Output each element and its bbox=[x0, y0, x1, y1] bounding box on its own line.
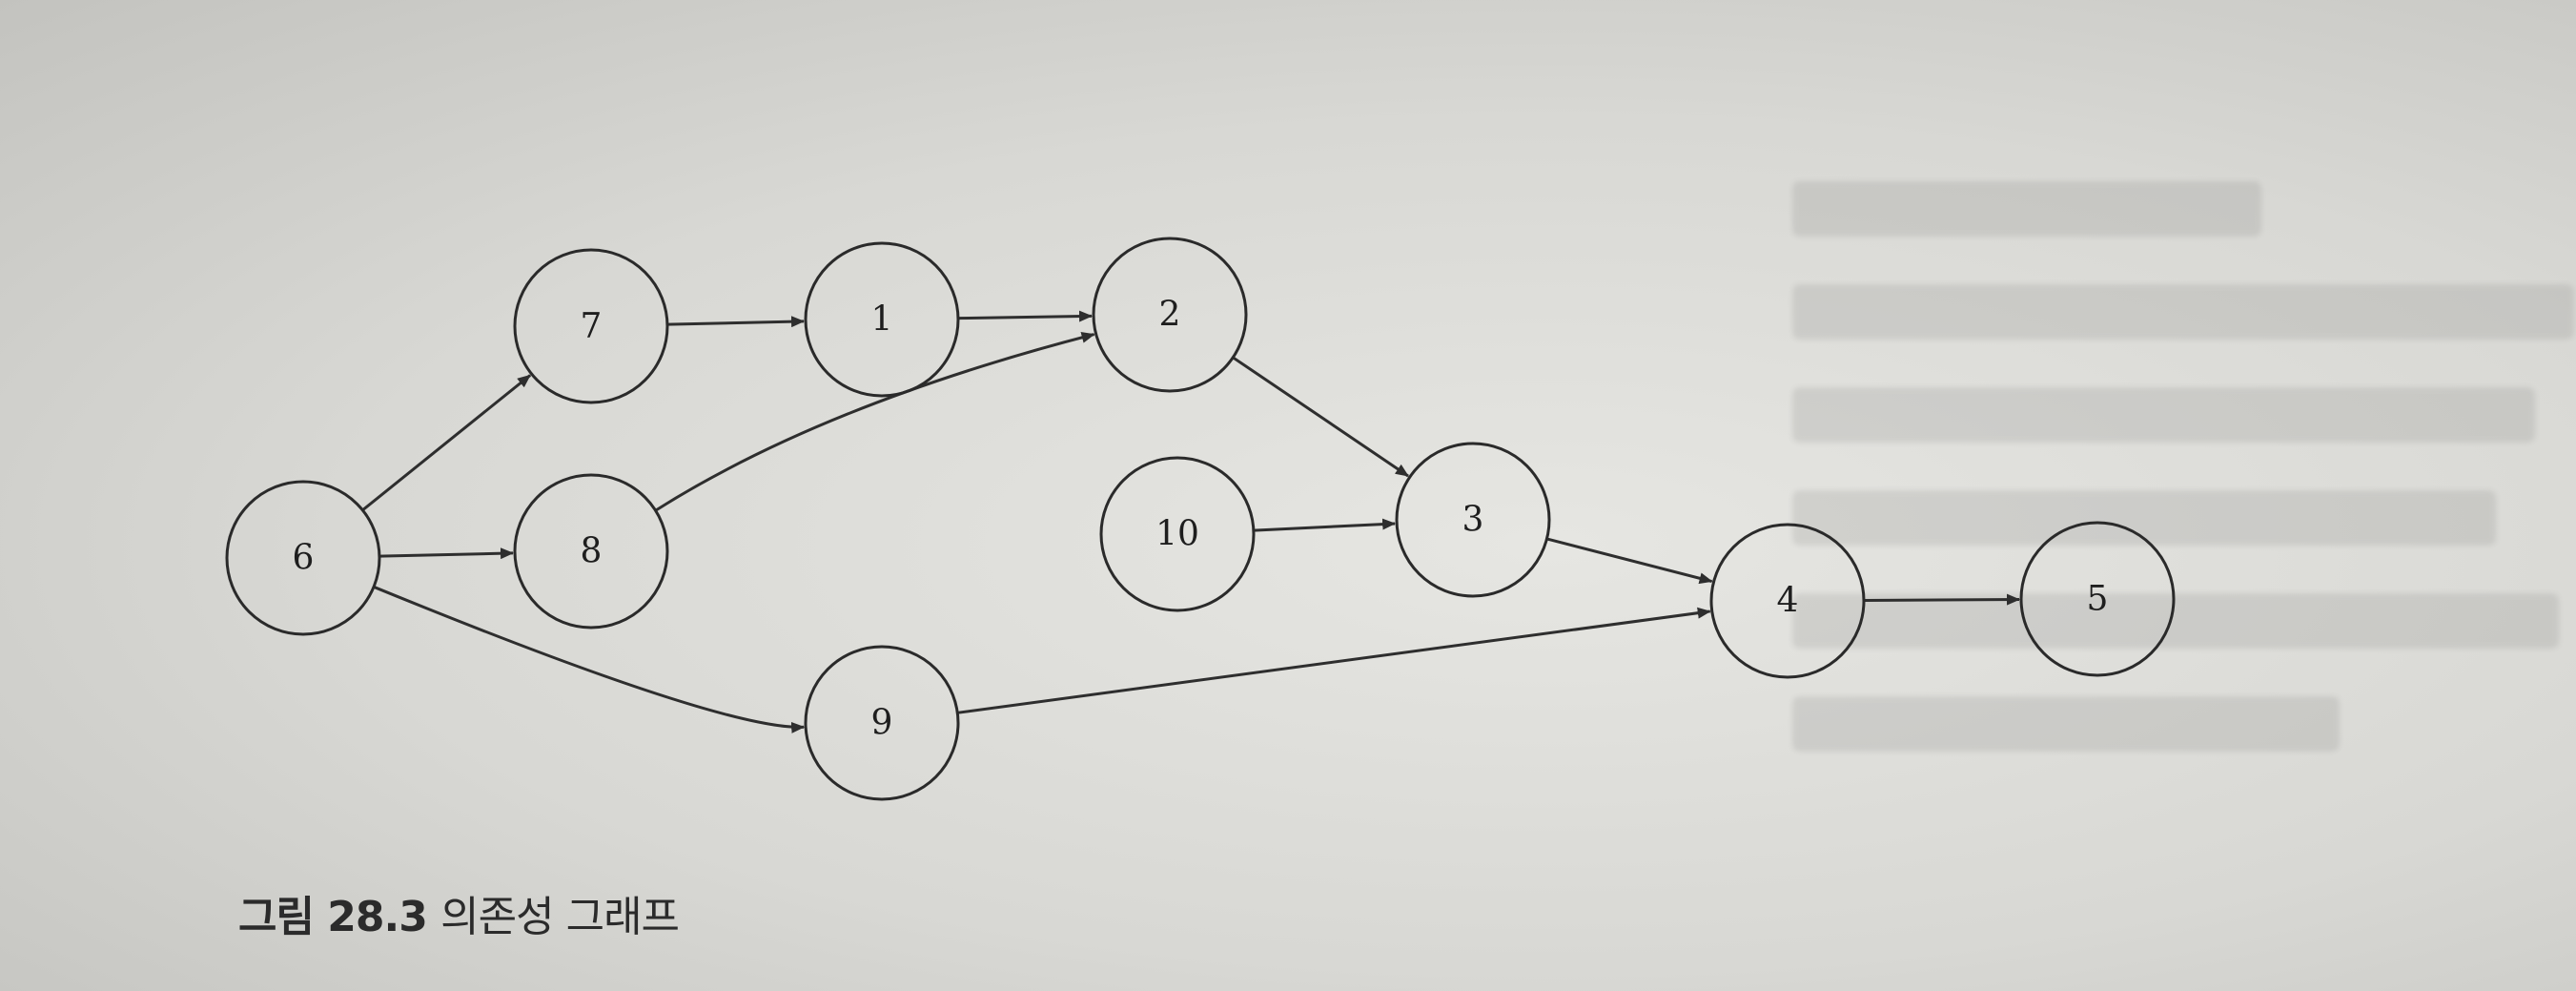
node-label: 6 bbox=[293, 539, 315, 578]
node-6: 6 bbox=[225, 480, 381, 636]
node-4: 4 bbox=[1709, 523, 1866, 679]
bleed-through-text bbox=[1792, 181, 2574, 868]
edge-10-to-3 bbox=[1253, 518, 1397, 532]
node-1: 1 bbox=[804, 241, 960, 398]
edge-2-to-3 bbox=[1232, 356, 1409, 478]
node-circle bbox=[2019, 521, 2176, 677]
nodes: 6 7 8 9 1 2 10 3 4 5 bbox=[225, 237, 2176, 801]
node-circle bbox=[513, 248, 669, 404]
node-8: 8 bbox=[513, 473, 669, 630]
node-2: 2 bbox=[1092, 237, 1248, 393]
node-label: 5 bbox=[2087, 580, 2109, 619]
node-circle bbox=[1092, 237, 1248, 393]
node-10: 10 bbox=[1099, 456, 1256, 612]
node-label: 2 bbox=[1159, 296, 1181, 335]
edge-8-to-2 bbox=[654, 331, 1095, 512]
edge-9-to-4 bbox=[957, 607, 1711, 714]
node-label: 4 bbox=[1777, 582, 1799, 621]
node-label: 3 bbox=[1462, 501, 1484, 540]
node-5: 5 bbox=[2019, 521, 2176, 677]
edge-7-to-1 bbox=[666, 316, 806, 328]
node-circle bbox=[1099, 456, 1256, 612]
edge-6-to-7 bbox=[361, 374, 532, 512]
node-label: 1 bbox=[871, 300, 893, 340]
edge-4-to-5 bbox=[1863, 593, 2020, 606]
node-label: 8 bbox=[581, 532, 603, 571]
node-circle bbox=[804, 241, 960, 398]
edge-3-to-4 bbox=[1546, 537, 1713, 585]
node-label: 10 bbox=[1155, 515, 1199, 554]
node-9: 9 bbox=[804, 645, 960, 801]
edge-6-to-9 bbox=[373, 585, 806, 733]
node-7: 7 bbox=[513, 248, 669, 404]
node-3: 3 bbox=[1395, 442, 1551, 598]
caption-text: 의존성 그래프 bbox=[440, 893, 680, 941]
caption-label: 그림 28.3 bbox=[238, 893, 428, 941]
node-circle bbox=[513, 473, 669, 630]
node-label: 9 bbox=[871, 704, 893, 743]
edge-6-to-8 bbox=[378, 547, 515, 560]
figure-caption: 그림 28.3 의존성 그래프 bbox=[238, 882, 680, 943]
node-circle bbox=[1709, 523, 1866, 679]
edge-1-to-2 bbox=[957, 310, 1094, 322]
node-circle bbox=[225, 480, 381, 636]
node-circle bbox=[1395, 442, 1551, 598]
node-circle bbox=[804, 645, 960, 801]
node-label: 7 bbox=[581, 307, 603, 346]
edges bbox=[361, 310, 2020, 733]
